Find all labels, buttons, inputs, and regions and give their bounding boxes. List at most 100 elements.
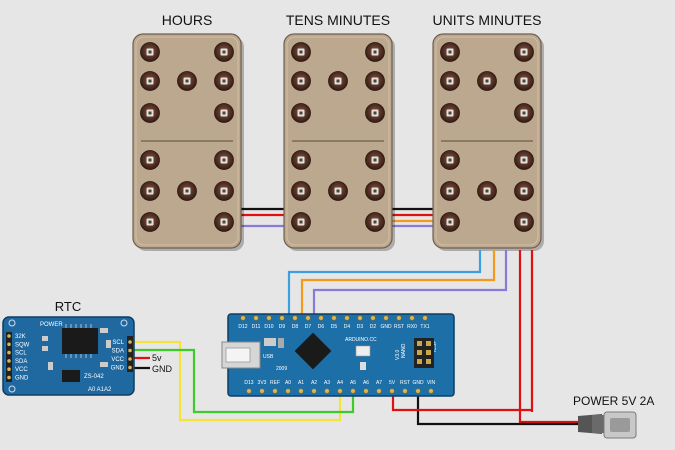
nano-top-pin bbox=[305, 315, 311, 321]
nano-top-pin bbox=[292, 315, 298, 321]
led bbox=[140, 103, 160, 123]
led bbox=[291, 103, 311, 123]
units-minutes-label: UNITS MINUTES bbox=[433, 12, 542, 28]
nano-bottom-pin bbox=[402, 388, 408, 394]
microcontroller-chip bbox=[294, 332, 332, 370]
power-connector: POWER 5V 2A bbox=[573, 394, 654, 439]
nano-bottom-pin-label: RST bbox=[400, 380, 410, 386]
nano-top-pin-label: D10 bbox=[264, 324, 273, 330]
led bbox=[365, 103, 385, 123]
hours-label: HOURS bbox=[162, 12, 213, 28]
rtc-left-pin bbox=[7, 375, 11, 380]
units-minutes-domino bbox=[432, 33, 544, 251]
icsp-pin bbox=[426, 341, 431, 346]
nano-bottom-pin bbox=[428, 388, 434, 394]
led bbox=[514, 181, 534, 201]
rtc-chip bbox=[62, 328, 98, 354]
nano-top-pin bbox=[383, 315, 389, 321]
nano-top-pin bbox=[331, 315, 337, 321]
led bbox=[514, 212, 534, 232]
led bbox=[514, 42, 534, 62]
led bbox=[291, 181, 311, 201]
rtc-right-pin bbox=[128, 340, 132, 344]
nano-top-pin bbox=[357, 315, 363, 321]
nano-top-pin-label: RST bbox=[394, 324, 404, 330]
nano-bottom-pin bbox=[415, 388, 421, 394]
led bbox=[514, 103, 534, 123]
rtc-left-pin-label: VCC bbox=[15, 367, 28, 373]
rtc-left-pin-label: 32K bbox=[15, 334, 26, 340]
led bbox=[440, 71, 460, 91]
rtc-right-pin-label: SCL bbox=[112, 340, 124, 346]
nano-top-pin-label: D2 bbox=[370, 324, 377, 330]
icsp-pin bbox=[426, 350, 431, 355]
rtc-left-pin bbox=[7, 334, 11, 338]
tens-minutes-label: TENS MINUTES bbox=[286, 12, 390, 28]
tens-minutes-domino bbox=[283, 33, 395, 251]
led bbox=[365, 42, 385, 62]
nano-top-pin-label: D5 bbox=[331, 324, 338, 330]
rtc-eeprom bbox=[62, 370, 80, 382]
nano-bottom-pin bbox=[272, 388, 278, 394]
led bbox=[365, 181, 385, 201]
nano-top-pin-label: RX0 bbox=[407, 324, 417, 330]
nano-bottom-pin-label: 3V3 bbox=[258, 380, 267, 386]
nano-top-pin-label: D3 bbox=[357, 324, 364, 330]
led bbox=[291, 150, 311, 170]
led bbox=[514, 150, 534, 170]
rtc-right-pin-label: VCC bbox=[111, 357, 124, 363]
nano-top-pin bbox=[370, 315, 376, 321]
nano-top-pin-label: TX1 bbox=[420, 324, 429, 330]
domino-chain-wires bbox=[240, 207, 438, 228]
signal-wires bbox=[287, 250, 590, 426]
rtc-left-pin-label: SQW bbox=[15, 342, 30, 348]
nano-top-pin-label: D9 bbox=[279, 324, 286, 330]
domino-displays bbox=[132, 33, 544, 251]
led bbox=[440, 150, 460, 170]
nano-bottom-pin bbox=[324, 388, 330, 394]
nano-bottom-pin-label: A6 bbox=[363, 380, 369, 386]
rtc-right-pin bbox=[128, 348, 132, 353]
rtc-title: RTC bbox=[55, 299, 81, 314]
nano-bottom-pin-label: A2 bbox=[311, 380, 317, 386]
rtc-left-pin bbox=[7, 367, 11, 372]
led bbox=[440, 103, 460, 123]
led bbox=[365, 212, 385, 232]
led bbox=[477, 71, 497, 91]
led bbox=[328, 181, 348, 201]
icsp-pin bbox=[417, 341, 422, 346]
led bbox=[214, 71, 234, 91]
nano-top-pin bbox=[266, 315, 272, 321]
led bbox=[214, 150, 234, 170]
nano-bottom-pin-label: A1 bbox=[298, 380, 304, 386]
nano-top-pin bbox=[318, 315, 324, 321]
nano-bottom-pin bbox=[246, 388, 252, 394]
icsp-label: ICSP bbox=[432, 340, 438, 352]
led bbox=[291, 71, 311, 91]
rtc-part-number: ZS-042 bbox=[84, 374, 104, 380]
nano-top-pin-label: GND bbox=[380, 324, 392, 330]
led bbox=[440, 42, 460, 62]
led bbox=[328, 71, 348, 91]
nano-bottom-pin-label: A3 bbox=[324, 380, 330, 386]
supply-5v-label: 5v bbox=[152, 353, 162, 363]
nano-bottom-pin bbox=[389, 388, 395, 394]
usb-label: USB bbox=[263, 354, 274, 360]
rtc-right-pin-label: GND bbox=[111, 366, 125, 372]
nano-bottom-pin-label: VIN bbox=[427, 380, 436, 386]
icsp-pin bbox=[417, 359, 422, 364]
led bbox=[365, 71, 385, 91]
nano-bottom-pin-label: A5 bbox=[350, 380, 356, 386]
nano-top-pin bbox=[279, 315, 285, 321]
led bbox=[440, 181, 460, 201]
led bbox=[140, 71, 160, 91]
led bbox=[477, 181, 497, 201]
led bbox=[214, 42, 234, 62]
rtc-left-pin-label: GND bbox=[15, 376, 29, 382]
rtc-right-pin bbox=[128, 357, 132, 361]
led bbox=[214, 181, 234, 201]
led bbox=[291, 42, 311, 62]
nano-top-pin-label: D7 bbox=[305, 324, 312, 330]
nano-bottom-pin-label: A4 bbox=[337, 380, 343, 386]
